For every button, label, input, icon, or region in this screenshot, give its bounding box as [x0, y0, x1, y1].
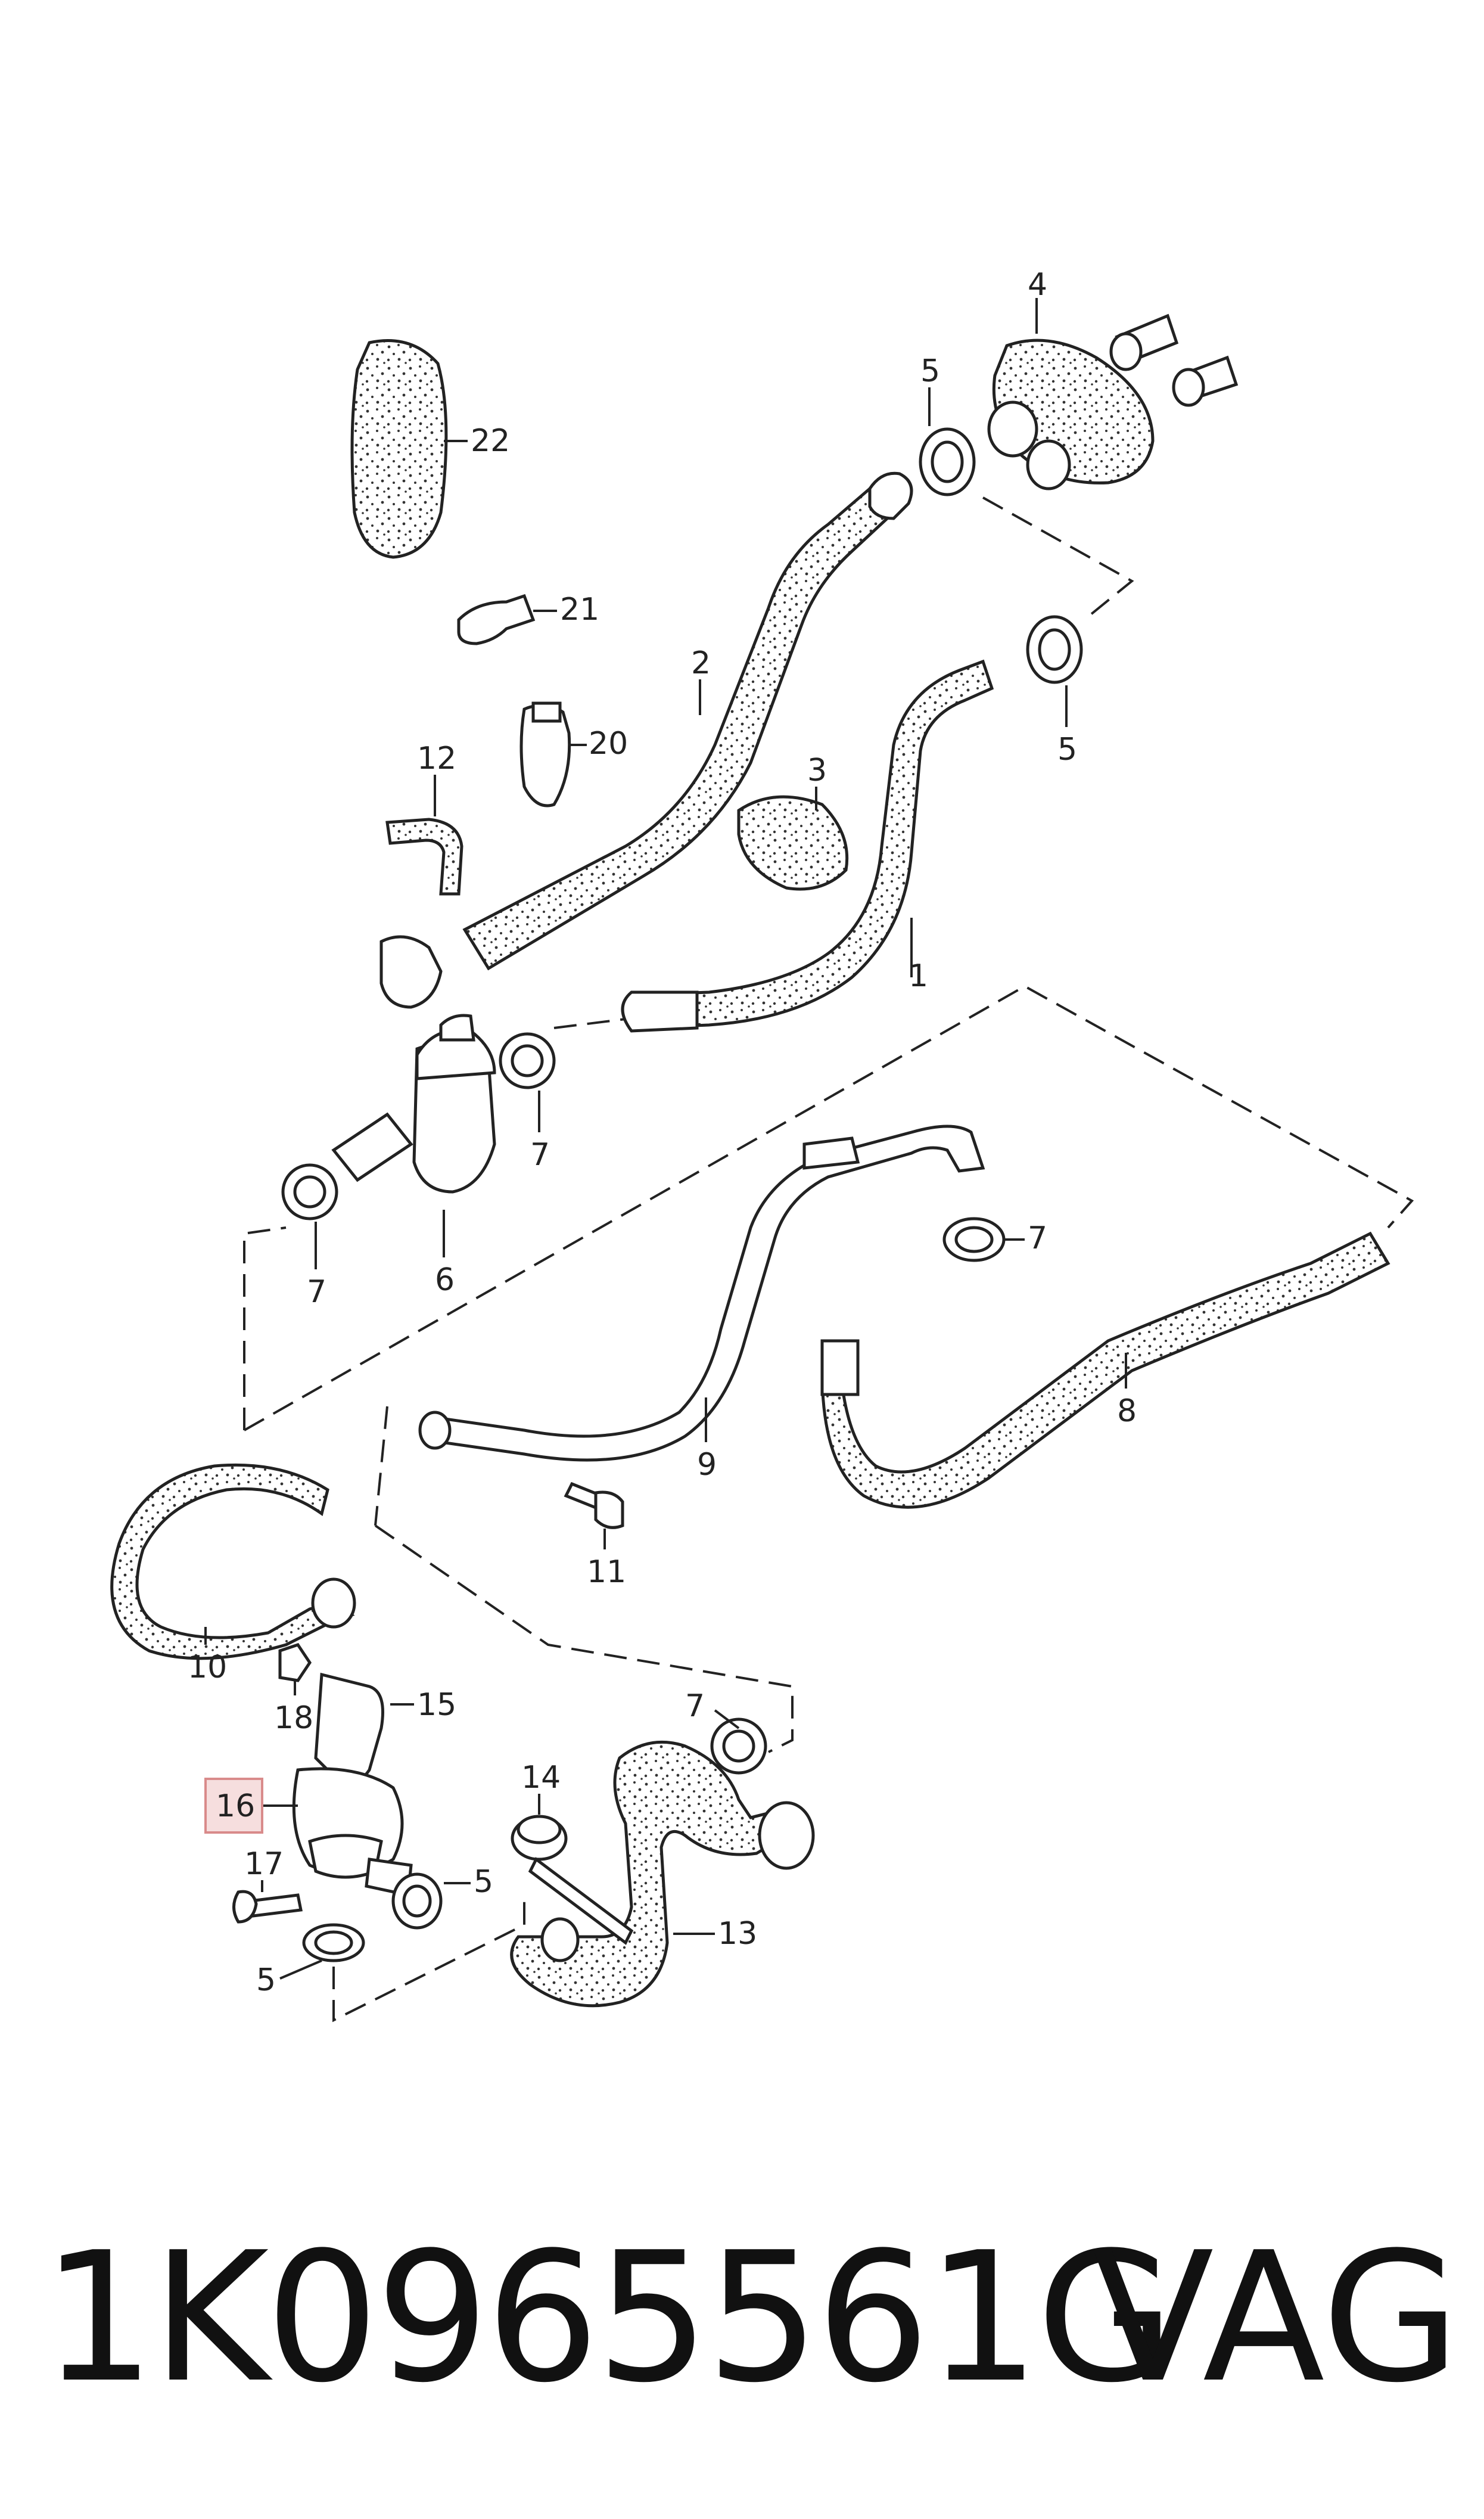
callout-7-c: 7: [1028, 1220, 1047, 1256]
callout-13: 13: [718, 1916, 757, 1952]
clip-20: [519, 701, 587, 807]
callout-16: 16: [216, 1788, 255, 1824]
callout-5-d: 5: [256, 1962, 276, 1998]
hose-assembly-13: [510, 1740, 815, 2008]
callout-22: 22: [471, 423, 510, 459]
bracket-15: [314, 1672, 414, 1785]
callout-5-a: 5: [920, 353, 940, 389]
callout-21: 21: [560, 592, 599, 628]
callout-12: 12: [417, 741, 456, 776]
callout-5-b: 5: [1057, 732, 1077, 768]
callout-9: 9: [697, 1447, 717, 1483]
grommet-bracket-3: [737, 787, 849, 891]
coolant-pipe-9: [418, 1125, 985, 1462]
part-number: 1K0965561G: [42, 2214, 1175, 2422]
parts-diagram: 1 2 3 4 5 5 5 5 6 7 7 7 7 8 9 10 11 12 1…: [110, 267, 1414, 2023]
valve-6: [331, 935, 496, 1257]
bolt-17: [232, 1880, 303, 1924]
connector-line-lower: [332, 1901, 525, 2023]
callout-20: 20: [589, 726, 628, 762]
callout-5-c: 5: [474, 1864, 493, 1900]
connector-line-upper: [982, 496, 1134, 621]
cap-14: [511, 1794, 568, 1861]
callout-10: 10: [188, 1650, 227, 1685]
brand-label: VAG: [1091, 2214, 1460, 2422]
callout-11: 11: [587, 1554, 626, 1590]
hose-clip-7-c: [942, 1217, 1025, 1262]
callout-1: 1: [909, 958, 928, 994]
hose-clip-7-d: [710, 1709, 767, 1775]
callout-2: 2: [691, 645, 711, 681]
firewall-seal-4: [987, 298, 1239, 490]
callout-18: 18: [274, 1700, 313, 1736]
callout-4: 4: [1028, 267, 1047, 303]
callout-17: 17: [244, 1846, 284, 1882]
auxiliary-pump-16: [262, 1767, 413, 1897]
hose-clip-7-a: [499, 1032, 556, 1132]
hose-clip-5-upper-right: [1026, 615, 1083, 727]
callout-7-b: 7: [307, 1274, 326, 1310]
callout-8: 8: [1117, 1393, 1137, 1429]
hose-clip-7-b: [281, 1163, 338, 1269]
nut-18: [278, 1643, 312, 1695]
bolt-11: [564, 1481, 624, 1549]
small-hose-12: [385, 775, 463, 896]
callout-14: 14: [521, 1760, 561, 1796]
clip-21: [457, 594, 557, 645]
hose-1: [621, 659, 994, 1033]
callout-6: 6: [435, 1262, 455, 1298]
callout-15: 15: [417, 1687, 456, 1723]
hose-10: [110, 1463, 356, 1660]
hose-8: [820, 1231, 1390, 1509]
callout-3: 3: [807, 753, 827, 788]
hose-clip-5-lower-right: [391, 1872, 471, 1930]
connector-line-middle: [374, 1406, 794, 1753]
grommet-plate-22: [350, 339, 468, 559]
connector-line-frame: [243, 984, 1414, 1431]
hose-clip-5-upper-left: [919, 387, 976, 496]
highlight-box-16: [204, 1778, 263, 1834]
callout-7-a: 7: [530, 1137, 550, 1173]
callout-7-d: 7: [685, 1688, 705, 1724]
hose-clip-5-lower-left: [279, 1923, 365, 1980]
hose-2: [462, 471, 913, 971]
